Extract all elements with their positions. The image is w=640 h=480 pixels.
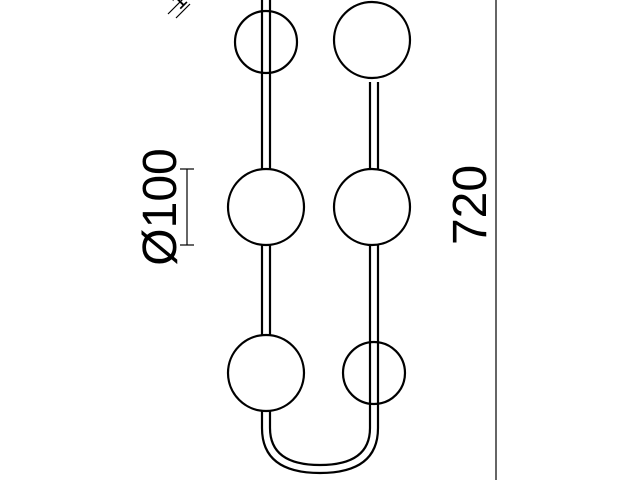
globe-middle-left (226, 167, 306, 247)
globe-top-left (233, 9, 299, 75)
right-rod-through-globe (368, 342, 380, 404)
left-rod-through-globe (260, 11, 272, 73)
bottom-bend (260, 427, 380, 475)
globe-bottom-left (226, 333, 306, 413)
globes (226, 0, 412, 413)
height-label: 720 (444, 165, 497, 245)
diameter-label: Ø100 (134, 148, 187, 265)
globe-bottom-right (341, 340, 407, 406)
diameter-dimension (180, 168, 194, 246)
top-partial-dimension (167, 0, 191, 19)
globe-middle-right (332, 167, 412, 247)
globe-top-right (332, 0, 412, 80)
